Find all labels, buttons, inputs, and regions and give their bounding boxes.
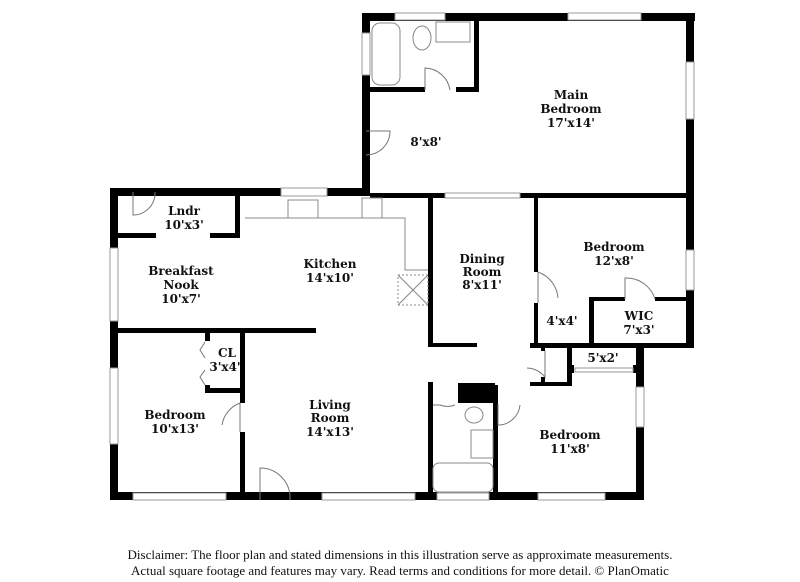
kitchen-label: Kitchen bbox=[304, 257, 357, 271]
bedroom-2-label: Bedroom bbox=[583, 240, 644, 254]
bath-sink-icon bbox=[470, 429, 494, 459]
floor-plan: Main Bedroom 17'x14' 8'x8' Lndr 10'x3' K… bbox=[109, 12, 695, 501]
main-bedroom-label: Main bbox=[554, 88, 589, 102]
fixtures bbox=[245, 21, 494, 493]
dining-room-label-2: Room bbox=[463, 265, 502, 279]
laundry-label: Lndr bbox=[168, 204, 201, 218]
wic-size: 7'x3' bbox=[623, 323, 654, 337]
toilet-icon bbox=[412, 25, 432, 51]
closet-cl-size: 3'x4' bbox=[209, 360, 240, 374]
bathtub-icon bbox=[371, 22, 401, 86]
fridge-icon bbox=[397, 274, 429, 306]
laundry-size: 10'x3' bbox=[164, 218, 204, 232]
bedroom-3-size: 10'x13' bbox=[151, 422, 199, 436]
closet-5x2-size: 5'x2' bbox=[587, 351, 618, 365]
bathtub-icon bbox=[432, 462, 494, 493]
living-room-label-2: Room bbox=[311, 411, 350, 425]
kitchen-size: 14'x10' bbox=[306, 271, 354, 285]
closet-cl-label: CL bbox=[218, 346, 237, 360]
living-room-size: 14'x13' bbox=[306, 425, 354, 439]
bath-sink-icon bbox=[435, 21, 471, 43]
dining-room-label: Dining bbox=[459, 252, 505, 266]
stove-icon bbox=[361, 197, 383, 219]
disclaimer: Disclaimer: The floor plan and stated di… bbox=[0, 547, 800, 579]
breakfast-nook-label-2: Nook bbox=[163, 278, 199, 292]
disclaimer-line-2: Actual square footage and features may v… bbox=[131, 563, 669, 578]
breakfast-nook-label: Breakfast bbox=[148, 264, 214, 278]
bedroom-4-label: Bedroom bbox=[539, 428, 600, 442]
bedroom-3-label: Bedroom bbox=[144, 408, 205, 422]
doors bbox=[132, 67, 656, 501]
main-bedroom-size: 17'x14' bbox=[547, 116, 595, 130]
sitting-size: 8'x8' bbox=[410, 135, 441, 149]
bedroom-4-size: 11'x8' bbox=[550, 442, 590, 456]
disclaimer-line-1: Disclaimer: The floor plan and stated di… bbox=[127, 547, 673, 562]
living-room-label: Living bbox=[309, 398, 351, 412]
bedroom-2-size: 12'x8' bbox=[594, 254, 634, 268]
closet-4x4-size: 4'x4' bbox=[546, 314, 577, 328]
main-bedroom-label-2: Bedroom bbox=[540, 102, 601, 116]
wic-label: WIC bbox=[624, 309, 654, 323]
kitchen-sink-icon bbox=[287, 199, 319, 219]
dining-room-size: 8'x11' bbox=[462, 278, 502, 292]
room-labels: Main Bedroom 17'x14' 8'x8' Lndr 10'x3' K… bbox=[144, 88, 654, 456]
breakfast-nook-size: 10'x7' bbox=[161, 292, 201, 306]
windows bbox=[109, 12, 695, 501]
toilet-icon bbox=[464, 406, 484, 424]
